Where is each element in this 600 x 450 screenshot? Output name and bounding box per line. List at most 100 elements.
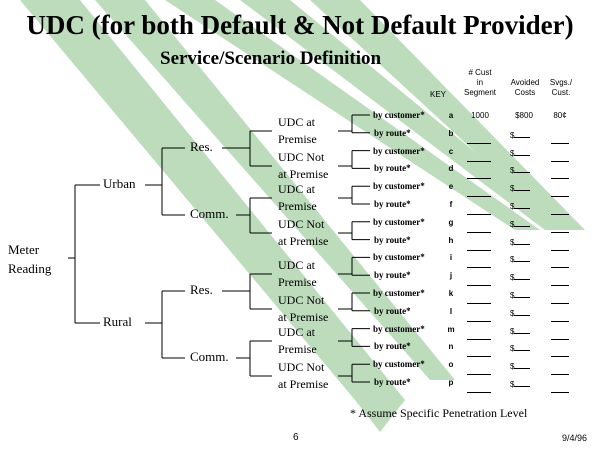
key-letter: a bbox=[448, 111, 454, 120]
by-customer-label: by customer* bbox=[373, 288, 425, 298]
key-letter: e bbox=[448, 182, 454, 192]
dollar-sign: $ bbox=[510, 308, 515, 318]
dollar-sign: $ bbox=[510, 362, 515, 372]
avoided-blank-field: $ bbox=[510, 307, 531, 318]
key-letter: o bbox=[448, 360, 454, 370]
svgs-blank-field bbox=[551, 220, 569, 238]
svgs-blank-field bbox=[551, 344, 569, 362]
svgs-blank-field bbox=[551, 184, 569, 202]
key-letter: b bbox=[448, 128, 454, 138]
dollar-sign: $ bbox=[510, 184, 515, 194]
cust-blank-field bbox=[467, 166, 491, 184]
cust-blank-field bbox=[467, 220, 491, 238]
cust-blank-field bbox=[467, 291, 491, 309]
dollar-sign: $ bbox=[510, 130, 515, 140]
dollar-sign: $ bbox=[510, 291, 515, 300]
svgs-blank-field bbox=[551, 238, 569, 256]
avoided-blank-field: $ bbox=[510, 253, 531, 265]
date: 9/4/96 bbox=[562, 433, 588, 443]
cust-blank-field bbox=[467, 309, 491, 327]
by-customer-label: by customer* bbox=[373, 110, 425, 120]
cust-blank-field bbox=[467, 344, 491, 362]
segment-node: Comm. bbox=[190, 206, 229, 221]
avoided-blank-field: $ bbox=[510, 236, 531, 247]
by-customer-label: by customer* bbox=[373, 181, 425, 192]
cust-blank-field bbox=[467, 327, 491, 345]
area-node: Urban bbox=[103, 176, 136, 191]
page-number: 6 bbox=[293, 432, 299, 443]
dollar-sign: $ bbox=[510, 255, 515, 265]
page-subtitle: Service/Scenario Definition bbox=[160, 48, 382, 69]
segment-node: Comm. bbox=[190, 349, 229, 364]
dollar-sign: $ bbox=[510, 148, 515, 158]
dollar-sign: $ bbox=[510, 219, 515, 229]
svgs-blank-field bbox=[551, 362, 569, 380]
svgs-blank-field bbox=[551, 131, 569, 149]
by-route-label: by route* bbox=[374, 234, 411, 245]
avoided-blank-field: $ bbox=[510, 164, 531, 176]
svgs-value: 80¢ bbox=[553, 111, 567, 120]
footnote: * Assume Specific Penetration Level bbox=[350, 406, 528, 420]
svgs-blank-field bbox=[551, 149, 569, 167]
dollar-sign: $ bbox=[510, 237, 515, 247]
key-letter: k bbox=[448, 289, 454, 298]
by-route-label: by route* bbox=[374, 199, 411, 209]
premise-node: UDC Not at Premise bbox=[278, 217, 329, 248]
svgs-blank-field bbox=[551, 202, 569, 220]
key-letter: l bbox=[449, 306, 453, 316]
avoided-header: Avoided Costs bbox=[510, 78, 540, 97]
root-node: Meter Reading bbox=[8, 242, 52, 276]
premise-node: UDC Not at Premise bbox=[278, 150, 329, 181]
by-customer-label: by customer* bbox=[373, 252, 425, 263]
avoided-blank-field: $ bbox=[510, 342, 531, 354]
by-route-label: by route* bbox=[374, 163, 411, 174]
by-route-label: by route* bbox=[374, 270, 411, 281]
cust-header: # Cust in Segment bbox=[463, 68, 497, 97]
key-letter: d bbox=[448, 164, 454, 174]
avoided-blank-field: $ bbox=[510, 200, 531, 211]
premise-node: UDC Not at Premise bbox=[278, 293, 329, 324]
avoided-blank-field: $ bbox=[510, 147, 531, 158]
cust-blank-field bbox=[467, 255, 491, 273]
page-title: UDC (for both Default & Not Default Prov… bbox=[26, 10, 574, 40]
key-letter: h bbox=[448, 235, 454, 245]
svgs-blank-field bbox=[551, 166, 569, 184]
svgs-blank-field bbox=[551, 380, 569, 398]
premise-node: UDC at Premise bbox=[278, 258, 317, 289]
by-customer-label: by customer* bbox=[373, 359, 425, 370]
key-letter: m bbox=[447, 324, 455, 334]
svgs-header: Svgs./ Cust. bbox=[549, 78, 573, 97]
svgs-blank-field bbox=[551, 327, 569, 345]
cust-blank-field bbox=[467, 238, 491, 256]
avoided-blank-field: $ bbox=[510, 325, 531, 336]
avoided-blank-field: $ bbox=[510, 289, 531, 300]
dollar-sign: $ bbox=[510, 273, 515, 283]
by-route-label: by route* bbox=[374, 127, 411, 138]
dollar-sign: $ bbox=[510, 166, 515, 176]
svgs-blank-field bbox=[551, 291, 569, 309]
cust-blank-field bbox=[467, 273, 491, 291]
segment-node: Res. bbox=[190, 139, 213, 154]
dollar-sign: $ bbox=[510, 344, 515, 354]
key-letter: p bbox=[448, 378, 454, 387]
key-header: KEY bbox=[430, 90, 447, 99]
key-letter: g bbox=[448, 217, 454, 227]
cust-blank-field bbox=[467, 131, 491, 149]
cust-blank-field bbox=[467, 202, 491, 220]
avoided-blank-field: $ bbox=[510, 378, 531, 389]
dollar-sign: $ bbox=[510, 380, 515, 389]
svgs-blank-field bbox=[551, 255, 569, 273]
avoided-blank-field: $ bbox=[510, 129, 531, 140]
by-route-label: by route* bbox=[374, 341, 411, 352]
avoided-blank-field: $ bbox=[510, 360, 531, 372]
by-customer-label: by customer* bbox=[373, 216, 425, 227]
cust-blank-field bbox=[467, 362, 491, 380]
segment-node: Res. bbox=[190, 282, 213, 297]
key-letter: j bbox=[449, 271, 453, 281]
avoided-blank-field: $ bbox=[510, 218, 531, 229]
cust-blank-field bbox=[467, 149, 491, 167]
cust-blank-field bbox=[467, 184, 491, 202]
avoided-value: $800 bbox=[515, 111, 533, 120]
by-customer-label: by customer* bbox=[373, 323, 425, 334]
